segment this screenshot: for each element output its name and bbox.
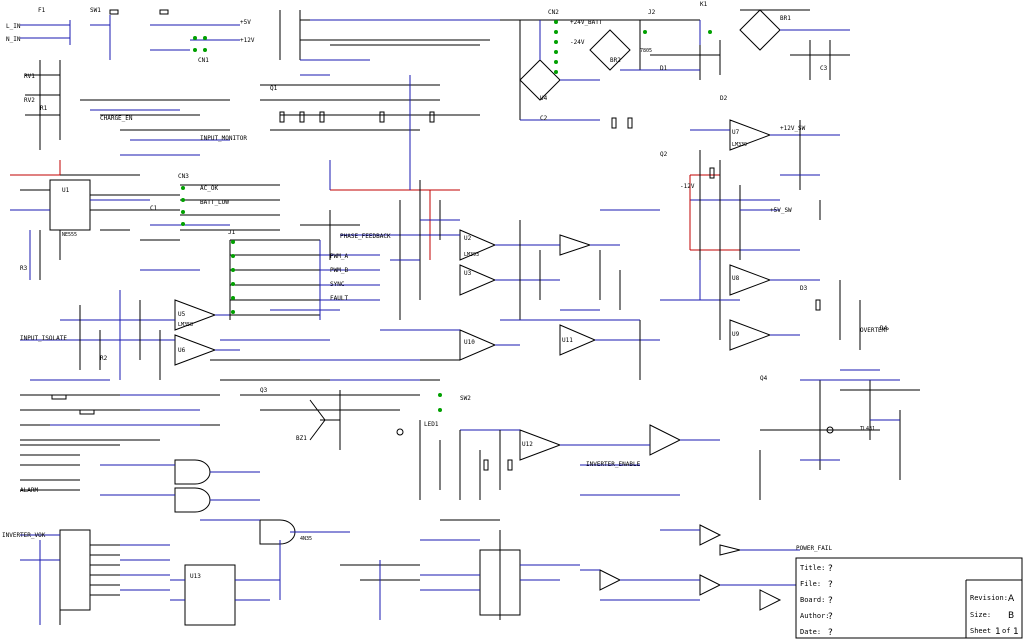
designator: K1 bbox=[700, 1, 708, 8]
net-label: L_IN bbox=[6, 23, 21, 30]
net-label: N_IN bbox=[6, 36, 21, 43]
designator: U11 bbox=[562, 337, 573, 344]
revision-label: Revision: bbox=[970, 594, 1008, 602]
net-label: +5V_SW bbox=[770, 207, 792, 214]
designator: Q3 bbox=[260, 387, 268, 394]
designator: U10 bbox=[464, 339, 475, 346]
designator: LED1 bbox=[424, 421, 439, 428]
author-label: Author: bbox=[800, 612, 830, 620]
designator: U13 bbox=[190, 573, 201, 580]
designator: LM393 bbox=[464, 252, 479, 258]
net-label: PWM_B bbox=[330, 267, 348, 274]
sheet-value: 1 bbox=[995, 627, 1001, 637]
net-label: SYNC bbox=[330, 281, 345, 288]
net-label: +12V_SW bbox=[780, 125, 806, 132]
designator: RV2 bbox=[24, 97, 35, 104]
date-value: ? bbox=[828, 628, 833, 638]
designator: U4 bbox=[540, 95, 548, 102]
designator: Q4 bbox=[760, 375, 768, 382]
designator: D4 bbox=[880, 325, 888, 332]
designator: U2 bbox=[464, 235, 472, 242]
designator: U6 bbox=[178, 347, 186, 354]
net-label: BATT_LOW bbox=[200, 199, 229, 206]
designator: J1 bbox=[228, 229, 236, 236]
net-label: +12V bbox=[240, 37, 255, 44]
author-value: ? bbox=[828, 612, 833, 622]
designator: U12 bbox=[522, 441, 533, 448]
board-label: Board: bbox=[800, 596, 825, 604]
sheet-label: Sheet bbox=[970, 627, 991, 635]
designator: D1 bbox=[660, 65, 668, 72]
designator: C3 bbox=[820, 65, 828, 72]
net-label: ALARM bbox=[20, 487, 38, 494]
net-label: CHARGE_EN bbox=[100, 115, 133, 122]
net-label: -12V bbox=[680, 183, 695, 190]
board-value: ? bbox=[828, 596, 833, 606]
net-label: INPUT_MONITOR bbox=[200, 135, 247, 142]
file-label: File: bbox=[800, 580, 821, 588]
net-label: PHASE_FEEDBACK bbox=[340, 233, 391, 240]
designator: U1 bbox=[62, 187, 70, 194]
designator: F1 bbox=[38, 7, 46, 14]
component-designators: F1 RV1 RV2 SW1 K1 BR1 BR2 U1 U2 U3 U4 U5… bbox=[20, 1, 888, 580]
net-label: INVERTER_ENABLE bbox=[586, 461, 641, 468]
net-label: PWM_A bbox=[330, 253, 348, 260]
designator: U5 bbox=[178, 311, 186, 318]
designator: U9 bbox=[732, 331, 740, 338]
net-label: OVERTEMP bbox=[860, 327, 889, 334]
net-label: +24V_BATT bbox=[570, 19, 603, 26]
net-label: INPUT_ISOLATE bbox=[20, 335, 67, 342]
date-label: Date: bbox=[800, 628, 821, 636]
designator: BR1 bbox=[780, 15, 791, 22]
designator: 4N35 bbox=[300, 536, 312, 542]
designator: CN2 bbox=[548, 9, 559, 16]
designator: J2 bbox=[648, 9, 656, 16]
designator: TL431 bbox=[860, 426, 875, 432]
designator: U7 bbox=[732, 129, 740, 136]
designator: BR2 bbox=[610, 57, 621, 64]
revision-value: A bbox=[1008, 594, 1015, 604]
designator: C2 bbox=[540, 115, 548, 122]
net-label: POWER_FAIL bbox=[796, 545, 833, 552]
wiring bbox=[10, 9, 920, 626]
designator: C1 bbox=[150, 205, 158, 212]
designator: BZ1 bbox=[296, 435, 307, 442]
designator: Q1 bbox=[270, 85, 278, 92]
file-value: ? bbox=[828, 580, 833, 590]
designator: Q2 bbox=[660, 151, 668, 158]
designator: 7805 bbox=[640, 48, 652, 54]
connector-pins bbox=[181, 20, 712, 412]
size-value: B bbox=[1008, 611, 1014, 621]
designator: U8 bbox=[732, 275, 740, 282]
designator: R1 bbox=[40, 105, 48, 112]
sheet-of-label: of bbox=[1002, 627, 1010, 635]
component-marks bbox=[51, 9, 834, 471]
designator: SW2 bbox=[460, 395, 471, 402]
size-label: Size: bbox=[970, 611, 991, 619]
net-label: +5V bbox=[240, 19, 251, 26]
designator: SW1 bbox=[90, 7, 101, 14]
net-label: FAULT bbox=[330, 295, 348, 302]
designator: D3 bbox=[800, 285, 808, 292]
net-labels: L_IN N_IN +24V_BATT -24V +5V +12V -12V +… bbox=[2, 19, 889, 552]
designator: LM358 bbox=[178, 322, 193, 328]
designator: LM339 bbox=[732, 142, 747, 148]
net-label: -24V bbox=[570, 39, 585, 46]
net-label: INVERTER_VOK bbox=[2, 532, 46, 539]
sheet-total: 1 bbox=[1013, 627, 1019, 637]
designator: CN1 bbox=[198, 57, 209, 64]
title-label: Title: bbox=[800, 564, 825, 572]
designator: R2 bbox=[100, 355, 108, 362]
designator: NE555 bbox=[62, 232, 77, 238]
title-block: Title: ? File: ? Board: ? Author: ? Date… bbox=[795, 557, 1023, 639]
title-value: ? bbox=[828, 564, 833, 574]
designator: CN3 bbox=[178, 173, 189, 180]
designator: RV1 bbox=[24, 73, 35, 80]
net-label: AC_OK bbox=[200, 185, 218, 192]
designator: D2 bbox=[720, 95, 728, 102]
designator: U3 bbox=[464, 270, 472, 277]
designator: R3 bbox=[20, 265, 28, 272]
